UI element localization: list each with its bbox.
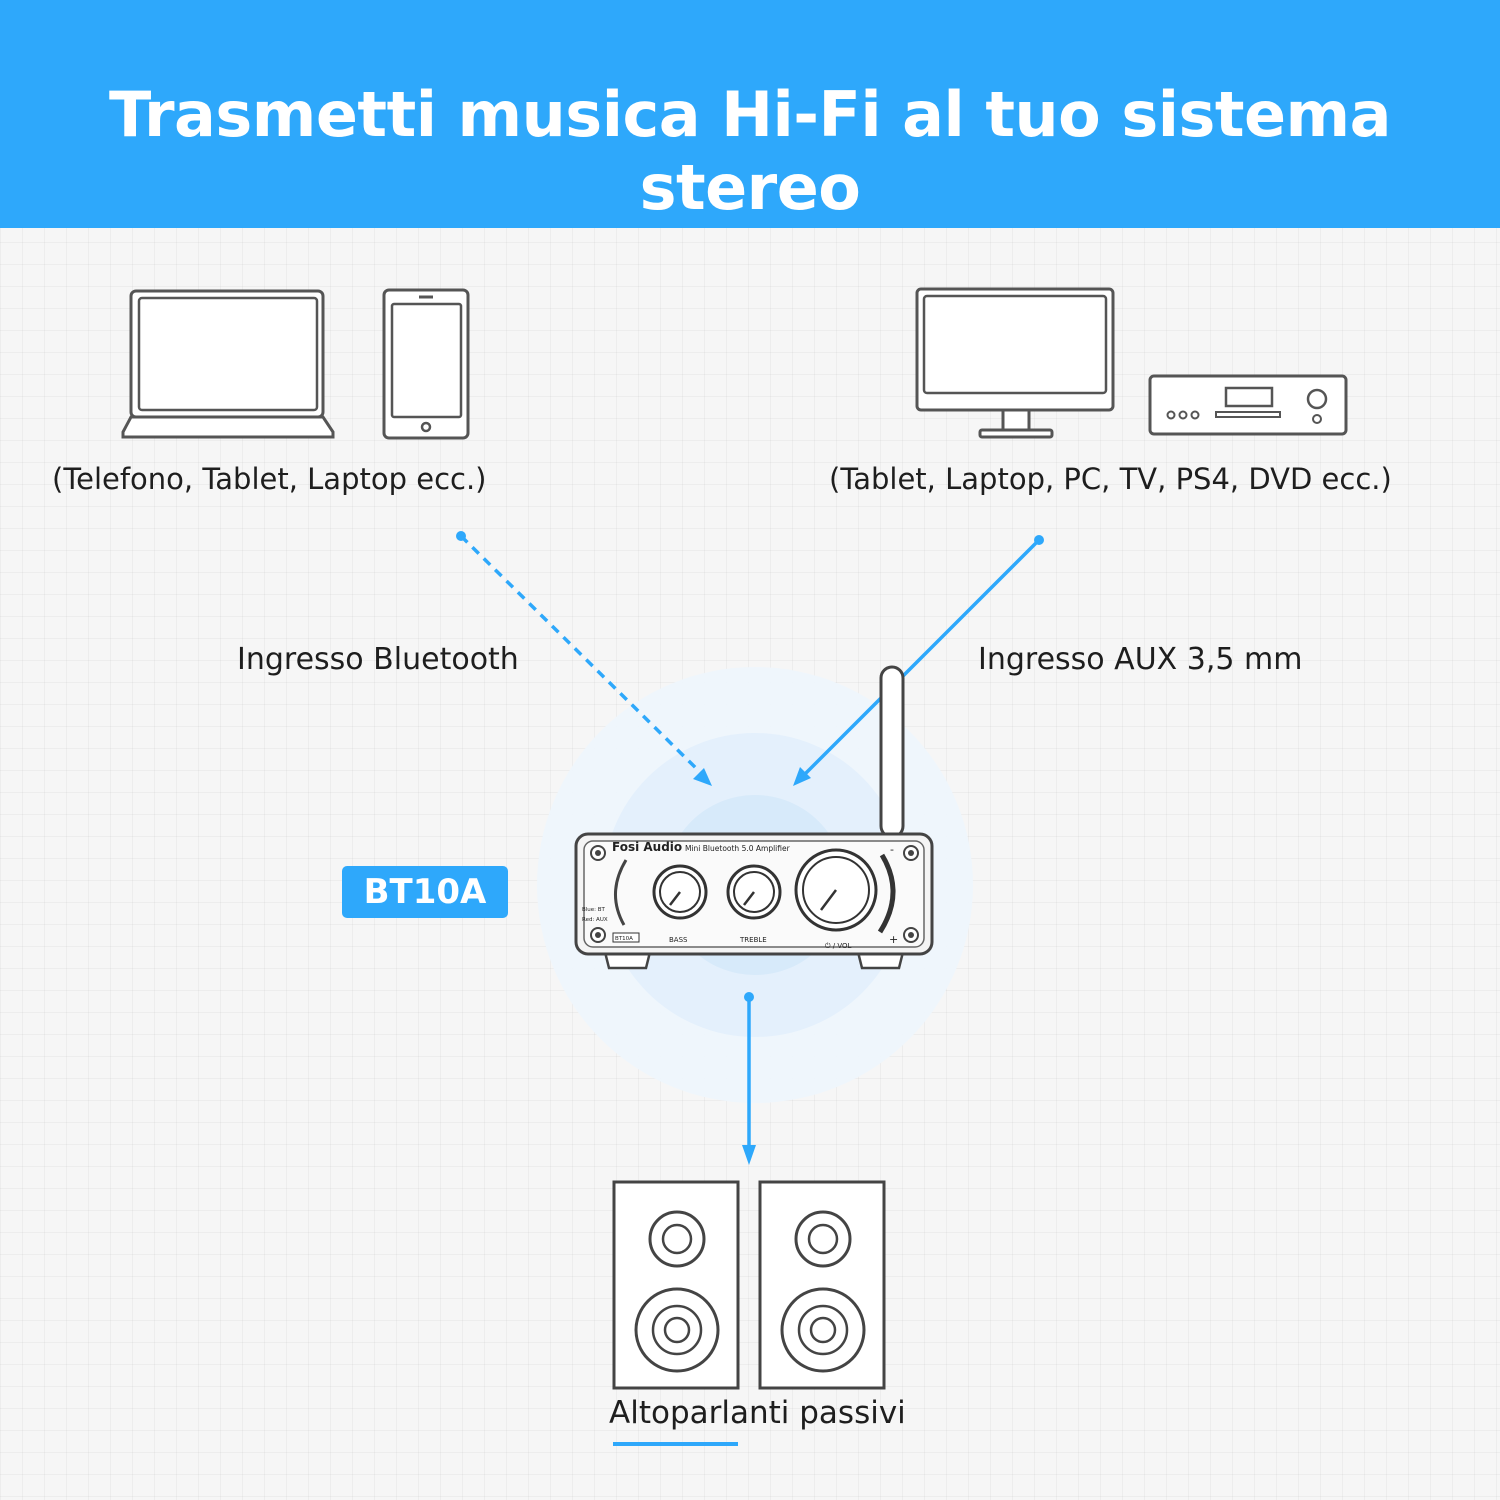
page-title: Trasmetti musica Hi-Fi al tuo sistema st… <box>108 78 1392 224</box>
amp-vol-minus: - <box>890 843 894 856</box>
bluetooth-input-label: Ingresso Bluetooth <box>237 642 519 677</box>
aux-connection-arrow <box>793 535 1044 786</box>
amp-panel-badge: BT10A <box>615 936 633 942</box>
model-badge: BT10A <box>342 866 508 918</box>
amp-subtitle: Mini Bluetooth 5.0 Amplifier <box>685 844 791 853</box>
amp-knob-vol-label: ⏻ / VOL <box>825 942 852 950</box>
dvd-player-icon <box>1148 374 1348 436</box>
amp-knob-treble-label: TREBLE <box>739 936 767 944</box>
source-caption-right: (Tablet, Laptop, PC, TV, PS4, DVD ecc.) <box>829 462 1392 496</box>
monitor-icon <box>915 287 1115 439</box>
speaker-icon <box>758 1180 886 1390</box>
smartphone-icon <box>382 288 470 440</box>
speakers-label-underline <box>613 1442 738 1446</box>
header-banner: Trasmetti musica Hi-Fi al tuo sistema st… <box>0 0 1500 228</box>
speakers-label: Altoparlanti passivi <box>609 1395 906 1431</box>
aux-input-label: Ingresso AUX 3,5 mm <box>978 642 1303 677</box>
amp-brand: Fosi Audio <box>612 840 682 854</box>
amp-vol-plus: + <box>889 933 898 946</box>
speaker-icon <box>612 1180 740 1390</box>
output-connection-arrow <box>742 992 756 1165</box>
amp-led-blue: Blue: BT <box>582 907 606 913</box>
amp-led-red: Red: AUX <box>582 917 608 923</box>
bluetooth-connection-arrow <box>456 531 712 786</box>
laptop-icon <box>121 289 335 439</box>
amplifier-icon: Fosi Audio Mini Bluetooth 5.0 Amplifier … <box>574 665 934 970</box>
source-caption-left: (Telefono, Tablet, Laptop ecc.) <box>52 462 487 496</box>
amp-knob-bass-label: BASS <box>669 936 688 944</box>
